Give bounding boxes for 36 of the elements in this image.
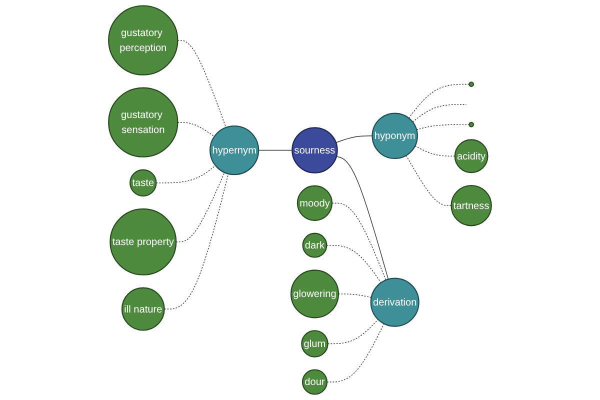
connector: [326, 323, 384, 382]
connector: [414, 146, 456, 156]
node-circle: taste property: [110, 208, 177, 276]
node-circle: [468, 82, 474, 87]
node-circle: tartness: [450, 184, 492, 226]
node-circle: [468, 122, 474, 128]
connector: [408, 84, 470, 118]
node-circle: dark: [302, 232, 328, 258]
connector: [332, 202, 386, 280]
node-circle: glum: [301, 330, 328, 358]
node-circle: moody: [296, 185, 333, 221]
connector: [336, 156, 389, 280]
node-circle: ill nature: [121, 287, 165, 331]
node-circle: hypernym: [210, 125, 260, 176]
connector: [177, 122, 215, 137]
node-circle: sourness: [292, 127, 338, 174]
connector: [176, 172, 225, 242]
connector: [164, 173, 229, 310]
node-circle: derivation: [370, 278, 420, 327]
node-circle: dour: [302, 369, 328, 395]
connector: [177, 40, 226, 128]
node-circle: acidity: [454, 139, 488, 174]
node-circle: taste: [130, 169, 157, 197]
connector: [156, 165, 216, 184]
connector: [412, 104, 467, 122]
connector: [258, 150, 292, 151]
connector: [326, 244, 382, 284]
node-circle: glowering: [290, 270, 339, 318]
connector: [327, 319, 378, 344]
connector: [416, 124, 470, 130]
node-circle: hyponym: [372, 112, 418, 160]
node-circle: gustatory sensation: [108, 87, 178, 158]
connector: [338, 294, 372, 298]
connector: [406, 155, 452, 206]
node-circle: gustatory perception: [108, 5, 178, 76]
connector: [336, 136, 373, 143]
